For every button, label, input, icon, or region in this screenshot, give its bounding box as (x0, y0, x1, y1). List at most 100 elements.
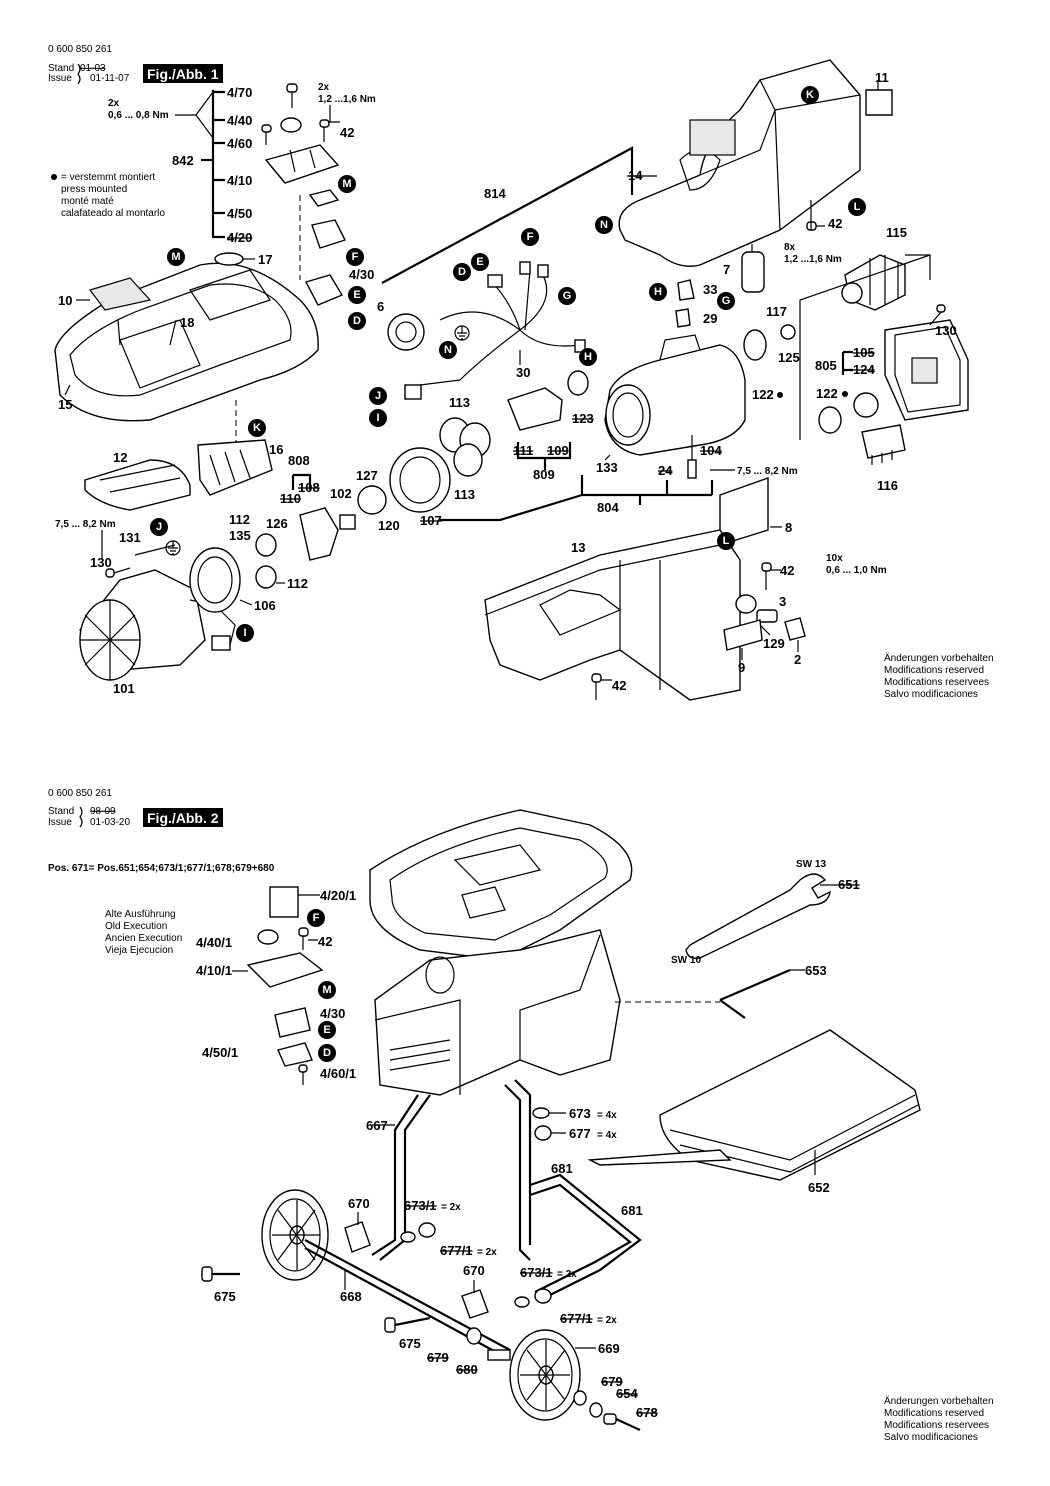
label-126: 126 (266, 516, 288, 531)
label-131: 131 (119, 530, 141, 545)
torque-f-count: 10x (826, 553, 843, 564)
label-4-30: 4/30 (349, 267, 374, 282)
label-680: 680 (456, 1362, 478, 1377)
label-122-b: 122 (816, 386, 838, 401)
torque-c: 1,2 ...1,6 Nm (784, 254, 842, 265)
svg-text:I: I (376, 412, 379, 424)
label-679-a: 679 (427, 1350, 449, 1365)
group-842-label: 842 (172, 153, 194, 168)
fig1-doc-number: 0 600 850 261 (48, 44, 112, 55)
fig2-stand-label: Stand (48, 806, 74, 817)
label-42-a: 42 (340, 125, 354, 140)
label-113-b: 113 (454, 487, 475, 502)
label-129: 129 (763, 636, 785, 651)
label-112-a: 112 (229, 512, 250, 527)
label-plate-8 (719, 477, 769, 546)
screw-130-left (105, 567, 131, 578)
press-mount-dot-icon (777, 392, 783, 398)
fig1-footer-4: Salvo modificaciones (884, 689, 978, 700)
label-113-a: 113 (449, 395, 470, 410)
badge-n-housing-icon: N (595, 216, 613, 234)
svg-text:F: F (352, 251, 359, 263)
ground-icon-motor (165, 540, 181, 556)
badge-m-switch-icon: M (338, 175, 356, 193)
badge-e-harness-icon: E (471, 253, 489, 271)
hopper-lid-15 (54, 262, 319, 422)
torque-a-leader (175, 91, 214, 139)
legend-line-2: press mounted (61, 184, 127, 195)
group-842-ticks (213, 90, 225, 239)
label-18: 18 (180, 315, 194, 330)
svg-text:E: E (476, 256, 483, 268)
label-105: 105 (853, 345, 875, 360)
svg-text:K: K (806, 89, 814, 101)
label-4-60-1: 4/60/1 (320, 1066, 356, 1081)
switch-4-30-fig2 (274, 1007, 311, 1038)
label-675-b: 675 (399, 1336, 421, 1351)
legend-line-3: monté maté (61, 196, 114, 207)
svg-text:K: K (253, 422, 261, 434)
badge-g-harness-icon: G (558, 287, 576, 305)
label-24: 24 (658, 463, 673, 478)
badge-h-harness-icon: H (579, 348, 597, 366)
fig1-stand-label: Stand (48, 63, 74, 74)
label-653: 653 (805, 963, 827, 978)
label-42-c: 42 (780, 563, 794, 578)
gear-112b (255, 565, 277, 589)
svg-text:I: I (243, 627, 246, 639)
label-667: 667 (366, 1118, 388, 1133)
svg-text:G: G (722, 295, 731, 307)
label-654: 654 (616, 1386, 638, 1401)
label-124: 124 (853, 362, 875, 377)
fig2-doc-number: 0 600 850 261 (48, 788, 112, 799)
screw-4-70 (286, 83, 298, 108)
fig1-label-box (143, 64, 223, 83)
fig1-footer-2: Modifications reserved (884, 665, 984, 676)
label-4-50-1: 4/50/1 (202, 1045, 238, 1060)
motor-101 (79, 569, 236, 681)
label-130-b: 130 (90, 555, 112, 570)
badge-d-switch-icon: D (348, 312, 366, 330)
cable-harness-30 (404, 261, 586, 400)
label-104: 104 (700, 443, 722, 458)
shield-12 (84, 459, 191, 511)
label-42-b: 42 (828, 216, 842, 231)
label-673-1-b: 673/1 (520, 1265, 553, 1280)
svg-text:E: E (353, 289, 360, 301)
ring-122a (743, 329, 767, 361)
label-102: 102 (330, 486, 352, 501)
qty-673-1-b: = 2x (557, 1269, 577, 1280)
svg-text:D: D (458, 266, 466, 278)
torque-c-count: 8x (784, 242, 796, 253)
label-4-20-1: 4/20/1 (320, 888, 356, 903)
flange-102 (299, 507, 356, 561)
label-17: 17 (258, 252, 272, 267)
label-673: 673 (569, 1106, 591, 1121)
switch-4-20-1 (269, 886, 320, 918)
screw-42-bottom (591, 673, 612, 700)
screw-42-housing (806, 200, 825, 231)
label-135: 135 (229, 528, 251, 543)
label-681-a: 681 (551, 1161, 573, 1176)
fig2-footer-3: Modifications reservees (884, 1420, 989, 1431)
qty-673: = 4x (597, 1110, 617, 1121)
badge-k-housing-icon: K (801, 86, 819, 104)
old-exec-3: Ancien Execution (105, 933, 182, 944)
label-4-40: 4/40 (227, 113, 252, 128)
badge-d-fig2-icon: D (318, 1044, 336, 1062)
svg-text:N: N (600, 219, 608, 231)
badge-d-harness-icon: D (453, 263, 471, 281)
bolt-675-left (201, 1266, 240, 1282)
label-675-a: 675 (214, 1289, 236, 1304)
group-805-label: 805 (815, 358, 837, 373)
old-exec-2: Old Execution (105, 921, 167, 932)
torque-e: 7,5 ... 8,2 Nm (737, 466, 798, 477)
fig2-issue-label: Issue (48, 817, 72, 828)
svg-text:L: L (854, 201, 861, 213)
label-16: 16 (269, 442, 283, 457)
fig2-issue-date: 01-03-20 (90, 817, 130, 828)
socket-6 (387, 313, 425, 351)
label-8: 8 (785, 520, 792, 535)
label-107: 107 (420, 513, 442, 528)
qty-677: = 4x (597, 1130, 617, 1141)
